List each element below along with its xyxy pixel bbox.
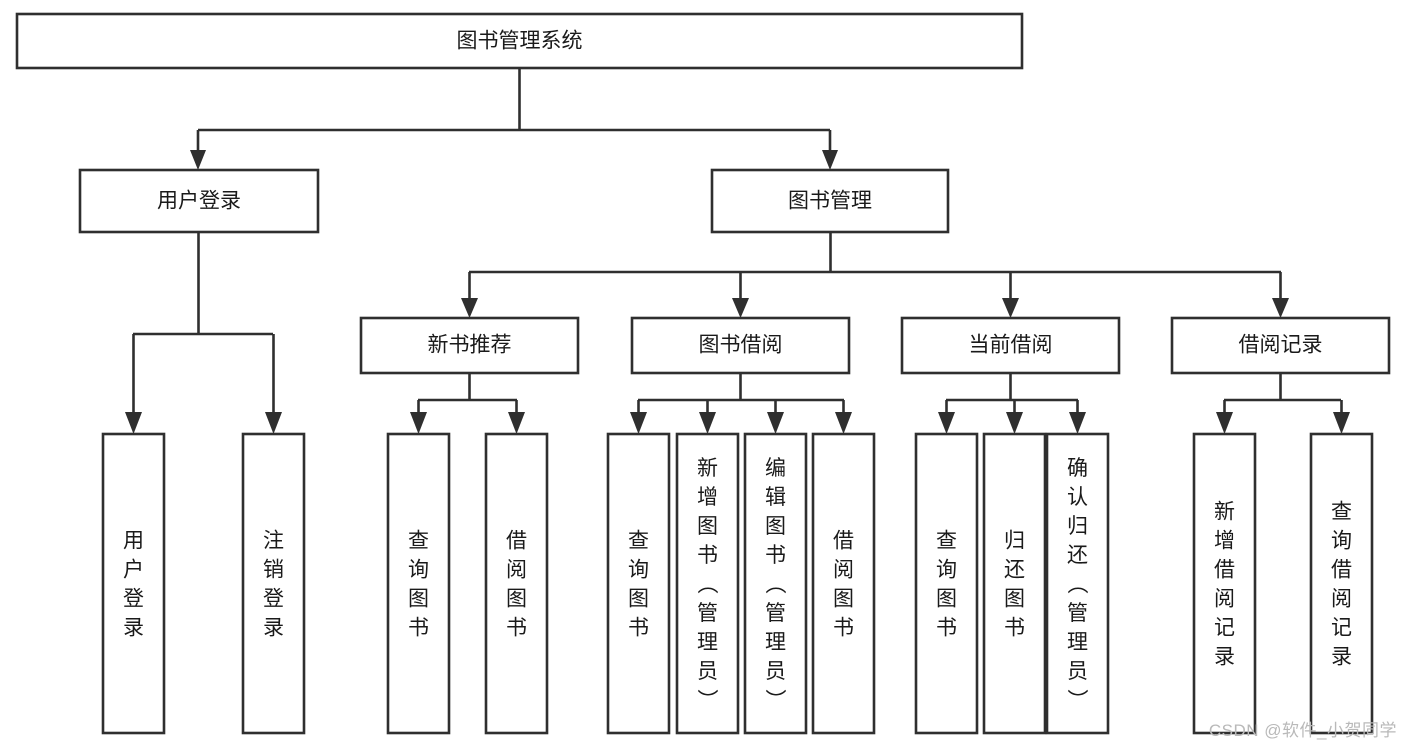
arrowhead-bw-leaf-2 [699,412,716,434]
arrowhead-new-book [461,298,478,318]
node-user-login[interactable]: 用户登录 [78,168,320,234]
leaf-node-box-8[interactable] [914,432,979,735]
leaf-node-box-5[interactable] [675,432,740,735]
leaf-node-label-7: 借阅图书 [833,530,854,640]
node-new-book-recommend[interactable]: 新书推荐 [359,316,580,375]
arrowhead-cb-leaf-1 [938,412,955,434]
leaf-node-5[interactable]: 新增图书（管理员） [675,432,740,735]
leaf-node-12[interactable]: 查询借阅记录 [1309,432,1374,735]
node-book-borrow[interactable]: 图书借阅 [630,316,851,375]
leaf-node-label-2: 查询图书 [408,530,429,640]
node-root-box[interactable] [15,12,1024,70]
node-book-borrow-label: 图书借阅 [699,334,783,357]
leaf-node-label-8: 查询图书 [936,530,957,640]
leaf-node-9[interactable]: 归还图书 [982,432,1047,735]
leaf-node-0[interactable]: 用户登录 [101,432,166,735]
leaf-node-label-3: 借阅图书 [506,530,527,640]
arrowhead-br-leaf-1 [1216,412,1233,434]
leaf-node-box-10[interactable] [1045,432,1110,735]
leaf-node-3[interactable]: 借阅图书 [484,432,549,735]
node-root[interactable]: 图书管理系统 [15,12,1024,70]
node-borrow-record-box[interactable] [1170,316,1391,375]
leaf-node-box-9[interactable] [982,432,1047,735]
leaf-node-8[interactable]: 查询图书 [914,432,979,735]
arrowhead-nb-leaf-1 [410,412,427,434]
node-book-borrow-box[interactable] [630,316,851,375]
arrowhead-bw-leaf-4 [835,412,852,434]
arrowhead-book-mgmt [822,150,838,170]
leaf-node-label-5: 新增图书（管理员） [697,457,719,712]
leaf-node-box-6[interactable] [743,432,808,735]
node-book-management[interactable]: 图书管理 [710,168,950,234]
arrowhead-leaf-user-login [125,412,142,434]
leaf-node-7[interactable]: 借阅图书 [811,432,876,735]
arrowhead-br-leaf-2 [1333,412,1350,434]
leaf-node-box-12[interactable] [1309,432,1374,735]
connector-layer [125,68,1350,434]
arrowhead-bw-leaf-1 [630,412,647,434]
node-current-borrow-label: 当前借阅 [969,334,1053,357]
node-new-book-recommend-box[interactable] [359,316,580,375]
leaf-node-2[interactable]: 查询图书 [386,432,451,735]
arrowhead-borrow [732,298,749,318]
arrowhead-user-login [190,150,206,170]
leaf-node-label-1: 注销登录 [263,530,284,640]
leaf-node-box-1[interactable] [241,432,306,735]
leaf-node-label-9: 归还图书 [1004,530,1025,640]
node-user-login-label: 用户登录 [157,190,241,213]
node-borrow-record[interactable]: 借阅记录 [1170,316,1391,375]
leaf-node-box-0[interactable] [101,432,166,735]
node-root-label: 图书管理系统 [457,30,583,53]
node-book-management-box[interactable] [710,168,950,234]
arrowhead-bw-leaf-3 [767,412,784,434]
leaf-node-6[interactable]: 编辑图书（管理员） [743,432,808,735]
node-current-borrow[interactable]: 当前借阅 [900,316,1121,375]
leaf-node-box-11[interactable] [1192,432,1257,735]
node-borrow-record-label: 借阅记录 [1239,334,1323,357]
arrowhead-current-borrow [1002,298,1019,318]
leaf-node-box-7[interactable] [811,432,876,735]
leaf-node-4[interactable]: 查询图书 [606,432,671,735]
arrowhead-cb-leaf-3 [1069,412,1086,434]
node-new-book-recommend-label: 新书推荐 [428,334,512,357]
node-current-borrow-box[interactable] [900,316,1121,375]
leaf-node-10[interactable]: 确认归还（管理员） [1045,432,1110,735]
leaf-node-box-3[interactable] [484,432,549,735]
arrowhead-leaf-logout [265,412,282,434]
leaf-node-box-4[interactable] [606,432,671,735]
arrowhead-borrow-record [1272,298,1289,318]
leaf-node-label-12: 查询借阅记录 [1331,501,1352,669]
leaf-node-layer: 用户登录 注销登录 查询图书 借阅图书 查询图书 新增图书（管理员） 编辑图书（管理员） 借阅… [101,432,1374,735]
leaf-node-label-4: 查询图书 [628,530,649,640]
node-user-login-box[interactable] [78,168,320,234]
arrowhead-nb-leaf-2 [508,412,525,434]
leaf-node-label-11: 新增借阅记录 [1214,501,1235,669]
arrowhead-cb-leaf-2 [1006,412,1023,434]
leaf-node-label-10: 确认归还（管理员） [1067,457,1089,712]
leaf-node-1[interactable]: 注销登录 [241,432,306,735]
leaf-node-box-2[interactable] [386,432,451,735]
leaf-node-label-6: 编辑图书（管理员） [765,457,787,712]
leaf-node-11[interactable]: 新增借阅记录 [1192,432,1257,735]
leaf-node-label-0: 用户登录 [123,530,144,640]
node-book-management-label: 图书管理 [788,190,872,213]
